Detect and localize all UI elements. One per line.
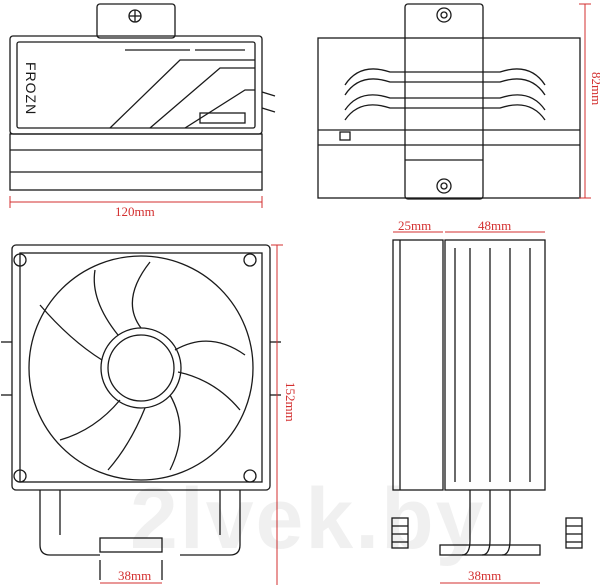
side-view (391, 239, 583, 556)
side-view-fan (392, 239, 444, 491)
top-view-screw-icon (128, 9, 142, 23)
front-heatpipes (39, 490, 241, 556)
dim-label-side-base: 38mm (468, 568, 502, 583)
fan-outer-ring (28, 255, 254, 481)
heatpipe-1 (344, 68, 546, 86)
fan-corner-screw-tl (13, 253, 27, 267)
watermark: 2lvek.by (130, 471, 486, 567)
side-spring-right (565, 517, 583, 549)
side-view-heatsink (444, 239, 546, 491)
top-view-heatsink (9, 133, 263, 191)
top-view-mount-tab (96, 3, 176, 39)
fan-hub (100, 327, 182, 409)
front-view (1, 244, 281, 580)
front-base-plate (99, 537, 163, 553)
heatpipe-2 (344, 94, 546, 111)
side-base-plate (439, 544, 541, 556)
brand-logo: FROZN (23, 62, 39, 115)
fan-corner-screw-tr (243, 253, 257, 267)
top-view (9, 3, 276, 191)
fan-corner-screw-br (243, 469, 257, 483)
dim-label-top-depth: 82mm (589, 72, 600, 106)
upper-screw-icon (436, 7, 452, 23)
side-spring-left (391, 517, 409, 549)
dim-label-front-height: 152mm (283, 382, 298, 422)
fan-blades (39, 261, 246, 471)
top-view-shroud (9, 35, 263, 135)
dim-label-front-base: 38mm (118, 568, 152, 583)
side-top-view-frame (317, 37, 581, 199)
fan-corner-screw-bl (13, 469, 27, 483)
dim-label-top-width: 120mm (115, 204, 155, 219)
dim-label-fan-depth: 25mm (398, 218, 432, 233)
front-view-frame (11, 244, 271, 491)
lower-screw-icon (436, 178, 452, 194)
side-top-view (317, 3, 581, 200)
heatsink-fins (454, 248, 531, 482)
dim-label-heatsink-depth: 48mm (478, 218, 512, 233)
